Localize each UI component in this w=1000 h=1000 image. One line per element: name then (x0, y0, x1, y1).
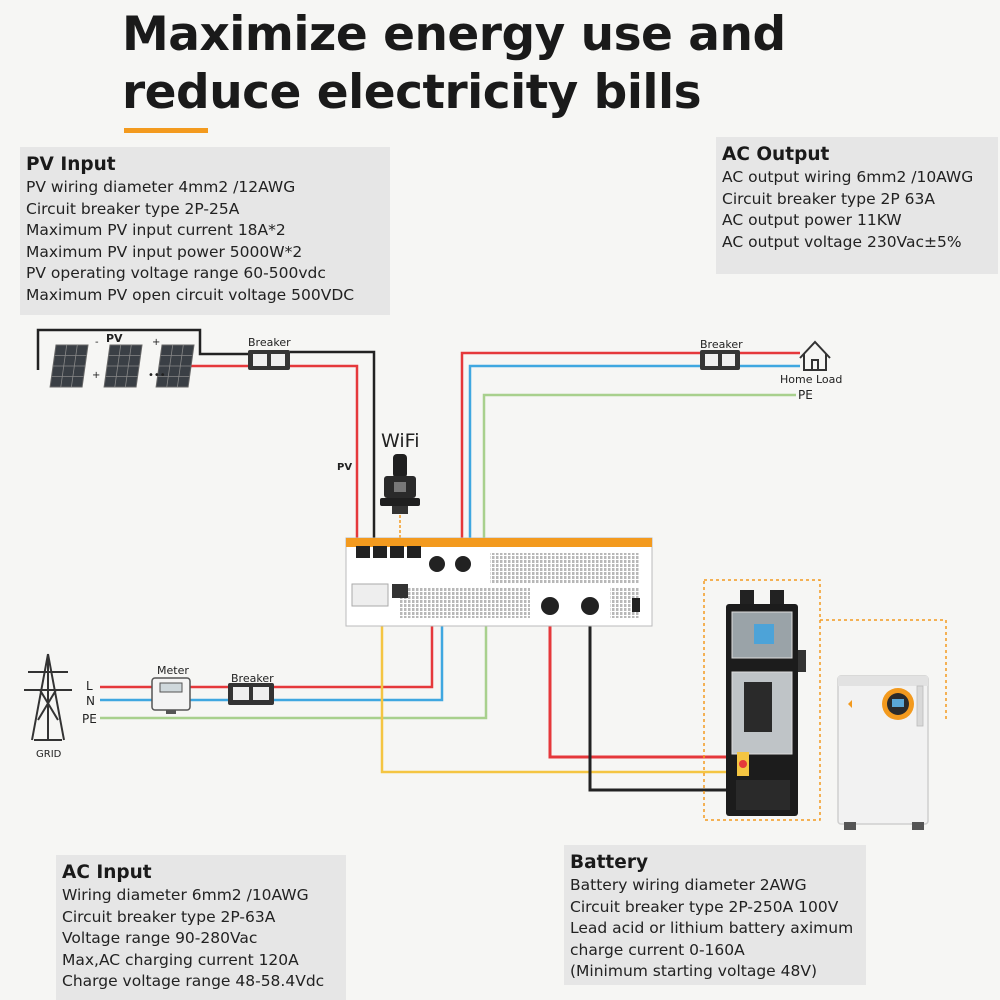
grid-breaker-label: Breaker (231, 672, 274, 685)
wall-battery (837, 675, 929, 830)
pv-input-title: PV Input (26, 154, 116, 175)
wifi-label: WiFi (381, 430, 419, 452)
battery-box: Battery Battery wiring diameter 2AWG Cir… (564, 845, 866, 985)
battery-line: Lead acid or lithium battery aximum (570, 919, 854, 937)
pv-wire-black-2 (290, 350, 376, 540)
svg-text:+: + (92, 370, 100, 381)
ac-input-line: Max,AC charging current 120A (62, 950, 299, 969)
headline-line-1: Maximize energy use and (122, 7, 786, 62)
pv-wires (36, 328, 376, 540)
battery-group-outline (703, 579, 821, 821)
battery-line: charge current 0-160A (570, 940, 745, 959)
pv-input-line: PV operating voltage range 60-500vdc (26, 264, 326, 282)
pv-input-line: Maximum PV open circuit voltage 500VDC (26, 285, 355, 304)
inverter-vents (400, 553, 640, 618)
battery-line: Circuit breaker type 2P-250A 100V (570, 897, 839, 916)
battery-cabinet (726, 590, 806, 816)
battery-title: Battery (570, 852, 649, 873)
grid-l-label: L (86, 679, 93, 693)
grid-label: GRID (36, 749, 62, 760)
battery-wire-black (588, 610, 742, 792)
accent-bar (124, 128, 208, 133)
pv-wire-black (36, 328, 248, 370)
svg-text:+: + (152, 337, 160, 348)
output-wire-blue (468, 364, 700, 550)
solar-panel-3 (155, 344, 195, 388)
grid-pe-label: PE (82, 712, 97, 726)
pv-input-line: Maximum PV input current 18A*2 (26, 221, 286, 239)
ac-output-box: AC Output AC output wiring 6mm2 /10AWG C… (716, 137, 998, 274)
output-wires (460, 351, 800, 565)
grid-n-label: N (86, 694, 95, 708)
headline-line-2: reduce electricity bills (122, 65, 702, 120)
pv-input-line: Circuit breaker type 2P-25A (26, 199, 240, 218)
ground-wire-yellow (380, 600, 742, 774)
ac-input-box: AC Input Wiring diameter 6mm2 /10AWG Cir… (56, 855, 346, 1000)
meter-label: Meter (157, 664, 189, 677)
home-icon (799, 340, 831, 371)
battery-wire-red (548, 610, 742, 759)
pv-wire-label: PV (337, 462, 352, 473)
inverter (345, 537, 653, 627)
pv-breaker-label: Breaker (248, 336, 291, 349)
output-wire-red (460, 351, 700, 550)
headline: Maximize energy use and reduce electrici… (122, 6, 786, 122)
svg-text:-: - (95, 337, 99, 348)
home-load-label: Home Load (780, 373, 842, 386)
pv-input-line: PV wiring diameter 4mm2 /12AWG (26, 178, 296, 196)
output-breaker-label: Breaker (700, 338, 743, 351)
battery-line: Battery wiring diameter 2AWG (570, 876, 807, 894)
ac-output-title: AC Output (722, 144, 830, 165)
svg-text:•••: ••• (148, 370, 166, 381)
ac-output-line: AC output power 11KW (722, 211, 902, 229)
ac-input-line: Circuit breaker type 2P-63A (62, 907, 276, 926)
ac-input-line: Charge voltage range 48-58.4Vdc (62, 972, 325, 990)
grid-tower-icon (24, 653, 72, 741)
battery-line: (Minimum starting voltage 48V) (570, 962, 818, 980)
breaker-icon-output (700, 350, 740, 370)
pv-input-box: PV Input PV wiring diameter 4mm2 /12AWG … (20, 147, 390, 315)
output-pe-label: PE (798, 388, 813, 402)
breaker-icon-grid (228, 683, 274, 705)
pv-array-label: PV (106, 332, 123, 345)
wifi-dongle-icon (380, 454, 420, 514)
battery-wires (548, 610, 742, 792)
output-wire-green (482, 393, 796, 565)
ac-input-line: Wiring diameter 6mm2 /10AWG (62, 886, 309, 904)
battery-link-outline (820, 619, 947, 720)
ac-output-line: Circuit breaker type 2P 63A (722, 189, 935, 208)
ac-input-title: AC Input (62, 862, 152, 883)
solar-panel-icon: + - ••• + (49, 337, 195, 388)
meter-icon (151, 677, 191, 714)
ac-output-line: AC output voltage 230Vac±5% (722, 232, 962, 251)
breaker-icon-pv (248, 350, 290, 370)
solar-panel-1 (49, 344, 89, 388)
ac-input-line: Voltage range 90-280Vac (62, 929, 258, 947)
pv-input-line: Maximum PV input power 5000W*2 (26, 242, 303, 261)
pv-wire-red (290, 364, 359, 540)
ac-output-line: AC output wiring 6mm2 /10AWG (722, 168, 974, 186)
solar-panel-2 (103, 344, 143, 388)
